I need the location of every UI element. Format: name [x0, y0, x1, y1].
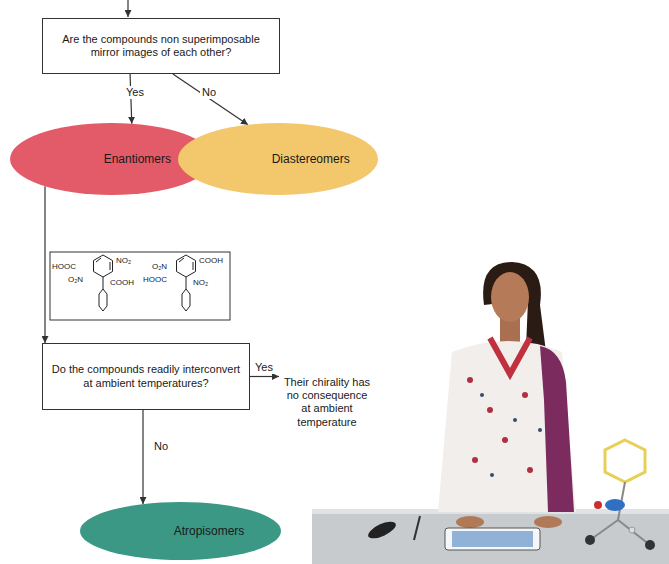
- edge-label: No: [152, 440, 170, 453]
- node-text: Diastereomers: [272, 152, 285, 166]
- flow-arrow: [142, 410, 143, 504]
- molecule-figure: [50, 252, 230, 320]
- chemical-group-label: NO₂: [193, 278, 208, 288]
- tablet-screen: [452, 531, 533, 547]
- collar: [490, 338, 530, 374]
- edge-label: Yes: [124, 86, 146, 99]
- chemical-group-label: NO₂: [116, 256, 131, 266]
- double-bond: [179, 258, 184, 262]
- flow-arrow: [44, 186, 45, 343]
- node-text: Atropisomers: [174, 524, 188, 538]
- presenter-photo: [312, 262, 669, 564]
- node-text: Their chirality has no consequence at am…: [281, 376, 373, 429]
- flow-arrow: [250, 376, 279, 377]
- chemical-group-label: O₂N: [152, 262, 167, 272]
- outcome-note: Their chirality has no consequence at am…: [279, 374, 375, 440]
- scarf: [540, 346, 574, 512]
- question-box: Are the compounds non superimposable mir…: [42, 18, 280, 74]
- chemical-group-label: COOH: [110, 278, 134, 288]
- chemical-group-label: HOOC: [52, 262, 76, 272]
- hand: [534, 516, 562, 528]
- molecular-model: [585, 440, 655, 550]
- microphone: [366, 518, 398, 542]
- result-ellipse: Atropisomers: [80, 502, 281, 560]
- ellipse-fill: [178, 123, 378, 195]
- face: [491, 272, 529, 322]
- bond: [186, 277, 187, 289]
- dress-pattern: [480, 393, 542, 477]
- hand: [456, 516, 484, 528]
- benzene-ring: [94, 255, 113, 277]
- benzene-ring: [182, 289, 190, 311]
- incoming-arrow: [127, 0, 128, 17]
- double-bond: [193, 262, 194, 270]
- double-bond: [96, 258, 101, 262]
- chemical-group-label: O₂N: [68, 275, 83, 285]
- chemical-group-label: HOOC: [143, 275, 167, 285]
- bond: [103, 277, 104, 289]
- benzene-ring: [177, 255, 196, 277]
- ellipse-fill: [80, 502, 281, 560]
- node-text: Are the compounds non superimposable mir…: [49, 33, 273, 59]
- node-text: Do the compounds readily interconvert at…: [49, 363, 243, 389]
- node-text: Enantiomers: [104, 152, 120, 166]
- question-box: Do the compounds readily interconvert at…: [42, 343, 250, 410]
- desk: [312, 512, 669, 564]
- dress-pattern: [467, 377, 533, 473]
- flow-arrow: [173, 74, 248, 125]
- tablet: [445, 528, 540, 550]
- edge-label: No: [200, 86, 218, 99]
- benzene-ring: [99, 289, 107, 311]
- figure-frame: [50, 252, 230, 320]
- edge-label: Yes: [253, 361, 275, 374]
- double-bond: [110, 262, 111, 270]
- chemical-group-label: COOH: [199, 256, 223, 266]
- result-ellipse: Diastereomers: [178, 123, 378, 195]
- pen: [414, 516, 420, 540]
